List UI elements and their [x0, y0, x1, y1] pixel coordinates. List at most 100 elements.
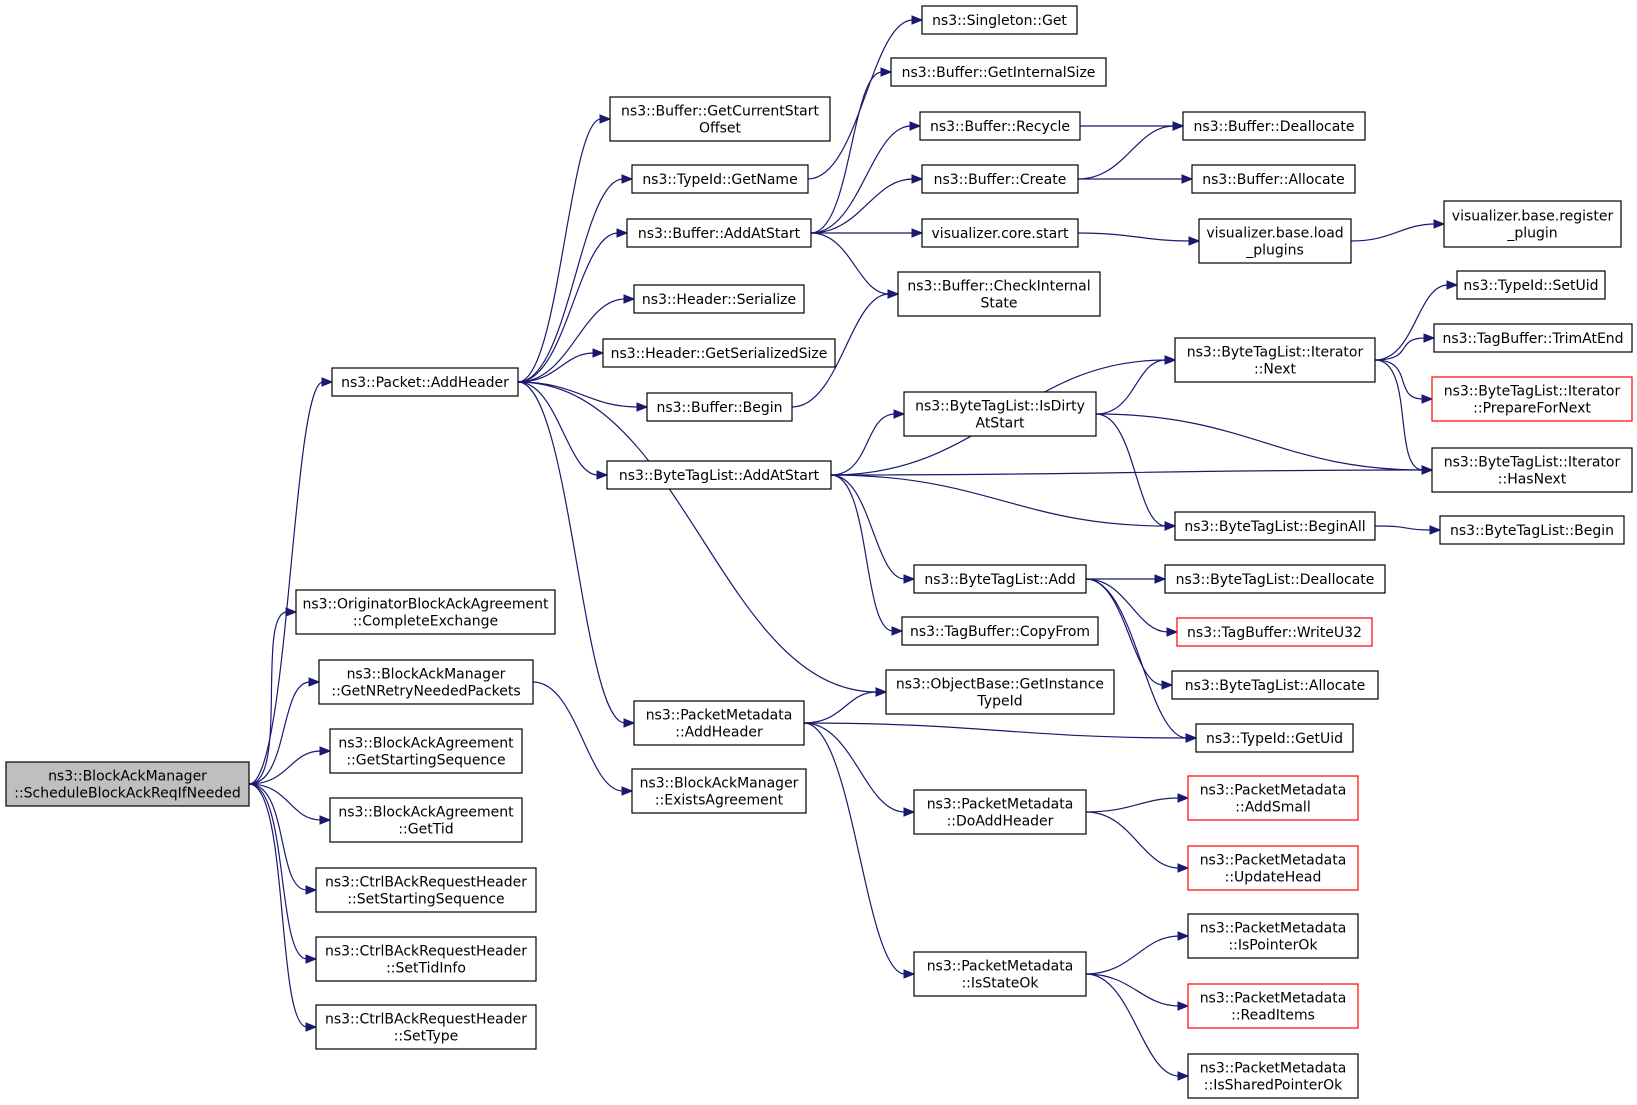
node-btl-add[interactable]: ns3::ByteTagList::Add: [913, 564, 1087, 594]
node-box: [890, 57, 1107, 87]
node-box: [5, 761, 250, 807]
node-pm-is-pointer-ok[interactable]: ns3::PacketMetadata::IsPointerOk: [1187, 913, 1359, 959]
node-ctrl-set-tid-info[interactable]: ns3::CtrlBAckRequestHeader::SetTidInfo: [315, 936, 537, 982]
node-hdr-serialize[interactable]: ns3::Header::Serialize: [633, 284, 805, 314]
node-box: [1439, 515, 1625, 545]
node-label-line: ns3::Buffer::Deallocate: [1194, 119, 1355, 135]
edge-line: [517, 178, 624, 383]
node-bam-get-nretry[interactable]: ns3::BlockAckManager::GetNRetryNeededPac…: [318, 659, 534, 705]
node-pm-is-shared-ptr-ok[interactable]: ns3::PacketMetadata::IsSharedPointerOk: [1187, 1053, 1359, 1099]
node-baa-get-tid[interactable]: ns3::BlockAckAgreement::GetTid: [329, 797, 523, 843]
edge-line: [810, 71, 883, 234]
node-box: [631, 768, 807, 814]
edge-arrowhead: [1188, 236, 1201, 246]
node-type-id-get-name[interactable]: ns3::TypeId::GetName: [631, 164, 809, 194]
node-box: [318, 659, 534, 705]
node-baa-get-start-seq[interactable]: ns3::BlockAckAgreement::GetStartingSeque…: [329, 728, 523, 774]
edge-line: [1374, 359, 1424, 471]
edge-line: [1374, 359, 1424, 400]
edge-line: [1077, 125, 1175, 180]
node-pm-add-small[interactable]: ns3::PacketMetadata::AddSmall: [1187, 775, 1359, 821]
node-label-line: ::SetTidInfo: [386, 961, 466, 977]
node-box: [295, 589, 556, 635]
node-packet-add-header[interactable]: ns3::Packet::AddHeader: [331, 367, 519, 397]
node-buf-get-internal-size[interactable]: ns3::Buffer::GetInternalSize: [890, 57, 1107, 87]
edge-line: [803, 691, 878, 724]
edge-buf-add-at-start-to-buf-recycle: [810, 121, 922, 234]
node-btl-begin-all[interactable]: ns3::ByteTagList::BeginAll: [1174, 511, 1376, 541]
node-btl-it-next[interactable]: ns3::ByteTagList::Iterator::Next: [1174, 337, 1376, 383]
node-btl-begin[interactable]: ns3::ByteTagList::Begin: [1439, 515, 1625, 545]
node-tb-trim-at-end[interactable]: ns3::TagBuffer::TrimAtEnd: [1433, 323, 1633, 353]
node-btl-add-at-start[interactable]: ns3::ByteTagList::AddAtStart: [606, 460, 832, 490]
edge-btl-add-at-start-to-btl-it-has-next: [830, 465, 1434, 476]
node-label-line: ::IsSharedPointerOk: [1204, 1078, 1343, 1094]
node-box: [897, 271, 1101, 317]
node-label-line: ns3::CtrlBAckRequestHeader: [325, 944, 527, 960]
edge-line: [830, 474, 906, 580]
node-pm-update-head[interactable]: ns3::PacketMetadata::UpdateHead: [1187, 845, 1359, 891]
edge-root-to-baa-get-tid: [248, 783, 332, 825]
node-label-line: ns3::Header::Serialize: [642, 292, 796, 308]
node-label-line: ::UpdateHead: [1225, 870, 1322, 886]
node-buf-recycle[interactable]: ns3::Buffer::Recycle: [919, 111, 1081, 141]
edge-btl-add-at-start-to-tb-copy-from: [830, 474, 904, 636]
node-tb-copy-from[interactable]: ns3::TagBuffer::CopyFrom: [901, 616, 1099, 646]
node-ctrl-set-start-seq[interactable]: ns3::CtrlBAckRequestHeader::SetStartingS…: [315, 867, 537, 913]
edge-buf-create-to-buf-allocate: [1078, 174, 1194, 184]
edge-bam-get-nretry-to-bam-exists: [532, 681, 634, 796]
node-viz-core-start[interactable]: visualizer.core.start: [921, 218, 1079, 248]
edge-arrowhead: [599, 114, 612, 124]
node-box: [913, 789, 1087, 835]
node-pm-is-state-ok[interactable]: ns3::PacketMetadata::IsStateOk: [913, 951, 1087, 997]
node-ctrl-set-type[interactable]: ns3::CtrlBAckRequestHeader::SetType: [315, 1004, 537, 1050]
node-label-line: ns3::PacketMetadata: [1200, 1061, 1347, 1077]
node-hdr-get-ser-size[interactable]: ns3::Header::GetSerializedSize: [602, 338, 836, 368]
node-label-line: ns3::TypeId::GetName: [642, 172, 797, 188]
node-btl-allocate[interactable]: ns3::ByteTagList::Allocate: [1171, 670, 1379, 700]
node-buf-create[interactable]: ns3::Buffer::Create: [921, 164, 1079, 194]
node-viz-register-plugin[interactable]: visualizer.base.register_plugin: [1443, 200, 1622, 248]
node-root[interactable]: ns3::BlockAckManager::ScheduleBlockAckRe…: [5, 761, 250, 807]
node-buf-allocate[interactable]: ns3::Buffer::Allocate: [1191, 164, 1356, 194]
edge-arrowhead: [1177, 793, 1190, 803]
node-buf-deallocate[interactable]: ns3::Buffer::Deallocate: [1182, 111, 1366, 141]
node-box: [1195, 723, 1354, 753]
node-box: [1182, 111, 1366, 141]
edge-line: [248, 750, 322, 785]
node-type-id-get-uid[interactable]: ns3::TypeId::GetUid: [1195, 723, 1354, 753]
node-btl-it-prepare[interactable]: ns3::ByteTagList::Iterator::PrepareForNe…: [1431, 376, 1633, 422]
node-pm-read-items[interactable]: ns3::PacketMetadata::ReadItems: [1187, 983, 1359, 1029]
edge-btl-it-next-to-btl-it-has-next: [1374, 359, 1434, 475]
node-label-line: ::PrepareForNext: [1473, 401, 1591, 417]
edge-arrowhead: [1172, 121, 1185, 131]
node-orig-complete[interactable]: ns3::OriginatorBlockAckAgreement::Comple…: [295, 589, 556, 635]
node-box: [1198, 218, 1352, 264]
node-viz-load-plugins[interactable]: visualizer.base.load_plugins: [1198, 218, 1352, 264]
node-label-line: ns3::Buffer::AddAtStart: [638, 226, 801, 242]
node-type-id-set-uid[interactable]: ns3::TypeId::SetUid: [1456, 270, 1606, 300]
node-label-line: ns3::TagBuffer::CopyFrom: [910, 624, 1090, 640]
edge-packet-add-header-to-buf-begin: [517, 381, 649, 412]
node-label-line: ns3::Buffer::Recycle: [930, 119, 1070, 135]
node-pm-do-add-header[interactable]: ns3::PacketMetadata::DoAddHeader: [913, 789, 1087, 835]
edge-line: [248, 783, 308, 891]
node-tb-write-u32[interactable]: ns3::TagBuffer::WriteU32: [1176, 617, 1373, 647]
node-btl-it-has-next[interactable]: ns3::ByteTagList::Iterator::HasNext: [1431, 447, 1633, 493]
node-buf-add-at-start[interactable]: ns3::Buffer::AddAtStart: [626, 218, 812, 248]
node-singleton-get[interactable]: ns3::Singleton::Get: [921, 5, 1078, 35]
node-label-line: visualizer.core.start: [932, 226, 1069, 242]
node-btl-deallocate[interactable]: ns3::ByteTagList::Deallocate: [1164, 564, 1386, 594]
edge-line: [248, 783, 308, 1028]
edge-line: [248, 381, 324, 785]
node-label-line: ns3::Buffer::Allocate: [1202, 172, 1345, 188]
node-label-line: ::ScheduleBlockAckReqIfNeeded: [14, 786, 241, 802]
node-buf-begin[interactable]: ns3::Buffer::Begin: [646, 392, 793, 422]
node-pm-add-header[interactable]: ns3::PacketMetadata::AddHeader: [633, 700, 805, 746]
node-label-line: ns3::PacketMetadata: [646, 708, 793, 724]
node-bam-exists[interactable]: ns3::BlockAckManager::ExistsAgreement: [631, 768, 807, 814]
